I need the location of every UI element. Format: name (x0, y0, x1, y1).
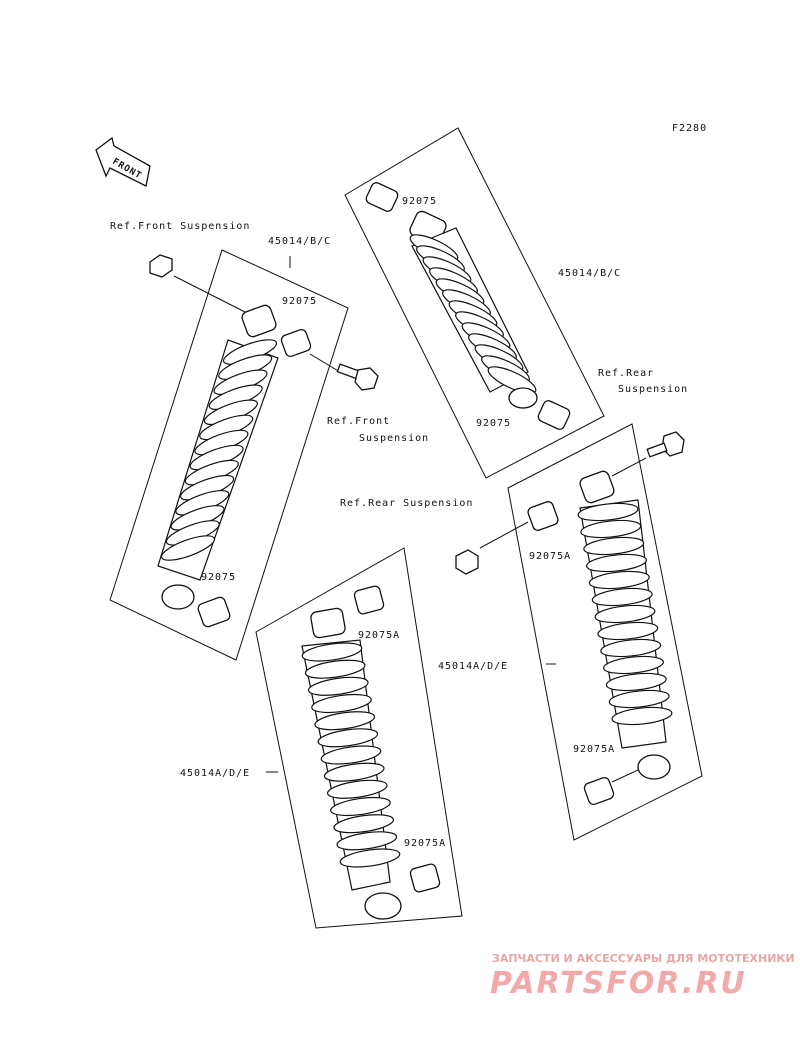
bushing-92075-icon (365, 182, 399, 212)
front-left-shock-group (109, 249, 379, 661)
flange-nut-icon (455, 549, 479, 575)
spring-coil (611, 706, 673, 726)
spring-coil (160, 535, 216, 561)
rear-right-shock-group (455, 423, 703, 841)
label-part-45014a-bottom: 45014A/D/E (180, 768, 250, 779)
group-frame-mid (344, 127, 605, 479)
figure-code: F2280 (672, 123, 707, 134)
front-arrow-icon: FRONT (95, 136, 151, 187)
shock-bottom-eye (161, 584, 195, 610)
spring-coil (600, 638, 662, 658)
spring-coil (577, 502, 639, 522)
spring-coil (333, 814, 395, 834)
spring-coil (336, 831, 398, 851)
shock-spring-mid (409, 227, 537, 394)
bushing-92075a-icon (583, 776, 615, 806)
shock-spring-bottom (301, 639, 401, 891)
bolt-icon (336, 363, 379, 391)
bushing-92075a-icon (527, 501, 559, 531)
spring-coil (304, 659, 366, 679)
spring-coil (603, 655, 664, 675)
spring-coil (314, 711, 376, 731)
spring-coil (307, 676, 369, 696)
bushing-92075a-icon (409, 863, 441, 893)
label-part-92075a-mid: 92075A (529, 551, 571, 562)
shock-top-eye (241, 304, 277, 338)
label-ref-rear-suspension-mid: Ref.Rear Suspension (340, 498, 473, 509)
label-part-92075-left-bottom: 92075 (201, 572, 236, 583)
bolt-icon (646, 431, 685, 458)
shock-spring-right (577, 499, 673, 749)
spring-coil (583, 536, 645, 556)
spring-coil (320, 745, 382, 765)
spring-coil (597, 621, 659, 641)
spring-coil (330, 796, 391, 817)
spring-coil (323, 762, 385, 782)
label-part-45014-bc-left: 45014/B/C (268, 236, 331, 247)
label-part-45014-bc-right: 45014/B/C (558, 268, 621, 279)
bushing-92075-icon (197, 596, 231, 628)
shock-top-eye (579, 470, 615, 504)
bushing-92075-icon (537, 400, 571, 430)
flange-nut-icon (149, 254, 173, 278)
watermark-tagline: ЗАПЧАСТИ И АКСЕССУАРЫ ДЛЯ МОТОТЕХНИКИ (492, 952, 795, 965)
spring-coil (311, 693, 372, 714)
shock-top-eye (310, 607, 346, 639)
spring-coil (339, 848, 401, 868)
spring-coil (591, 587, 653, 607)
spring-coil (588, 570, 650, 590)
label-ref-front-suspension-top: Ref.Front Suspension (110, 221, 250, 232)
label-part-92075-left-top: 92075 (282, 296, 317, 307)
group-frame-bottom (255, 547, 463, 929)
spring-coil (580, 519, 642, 539)
shock-bottom-eye (637, 754, 671, 780)
spring-coil (608, 689, 670, 709)
spring-coil (605, 672, 667, 692)
spring-coil (487, 366, 537, 394)
label-part-92075-mid-bottom: 92075 (476, 418, 511, 429)
spring-coil (317, 728, 379, 748)
shock-bottom-eye (364, 892, 402, 920)
watermark-brand: PARTSFOR.RU (490, 966, 747, 1001)
bushing-92075a-icon (353, 585, 385, 615)
group-frame-right (507, 423, 703, 841)
label-ref-rear-line1: Ref.Rear (598, 368, 654, 379)
spring-coil (586, 553, 647, 573)
shock-bottom-eye (508, 387, 538, 409)
label-ref-front-line2: Suspension (359, 433, 429, 444)
label-ref-front-line1: Ref.Front (327, 416, 390, 427)
spring-coil (326, 779, 388, 799)
spring-coil (594, 604, 656, 624)
group-frame-left (109, 249, 349, 661)
label-part-92075a-bottom-low: 92075A (404, 838, 446, 849)
label-part-92075a-right: 92075A (573, 744, 615, 755)
label-ref-rear-line2: Suspension (618, 384, 688, 395)
label-part-92075-mid-top: 92075 (402, 196, 437, 207)
shock-spring-left (157, 339, 279, 581)
label-part-45014a-right: 45014A/D/E (438, 661, 508, 672)
front-right-shock-group (344, 127, 605, 479)
label-part-92075a-bottom-top: 92075A (358, 630, 400, 641)
rear-left-shock-group (255, 547, 463, 929)
bushing-92075-icon (280, 328, 312, 358)
spring-coil (301, 642, 363, 662)
